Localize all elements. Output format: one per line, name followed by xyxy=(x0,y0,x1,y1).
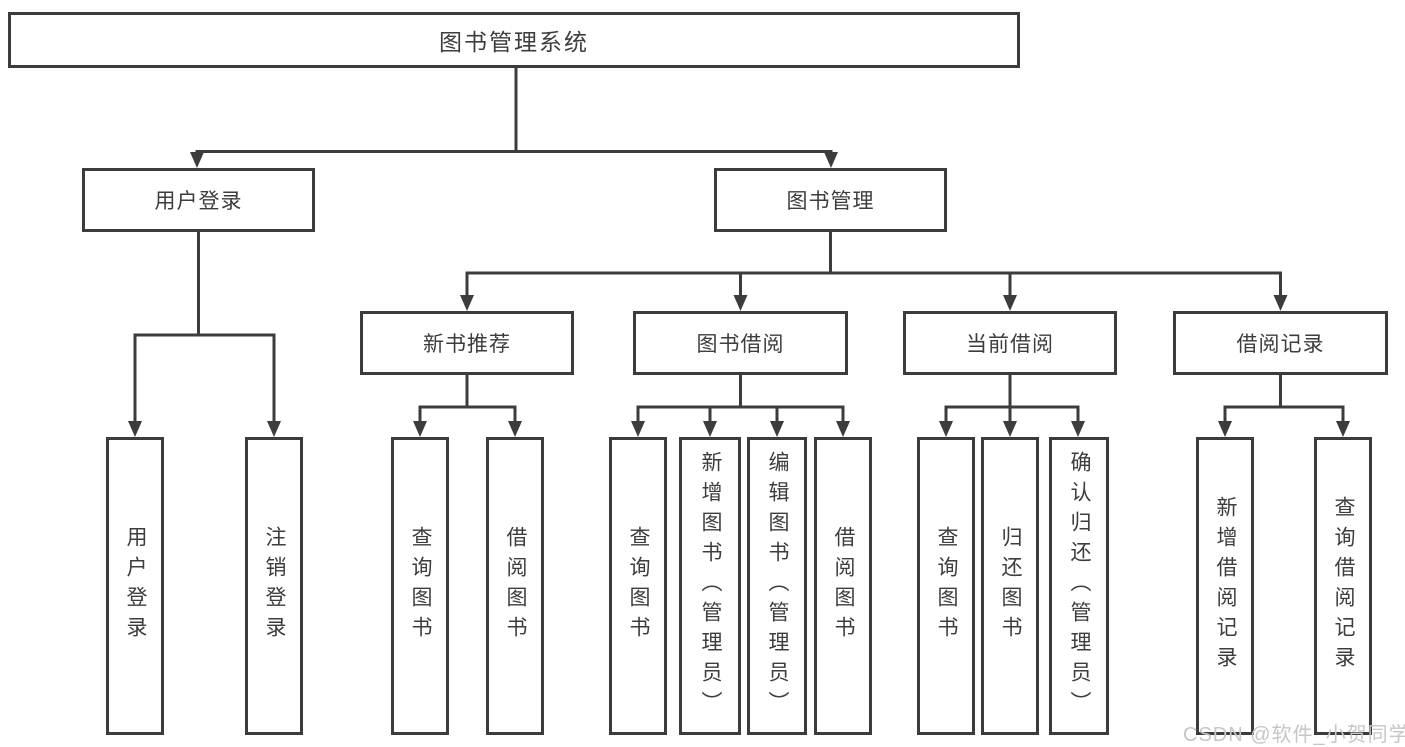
node-label: 新增图书（管理员） xyxy=(699,451,723,721)
arrow-down-icon xyxy=(190,152,204,168)
node-label: 查询借阅记录 xyxy=(1332,496,1356,676)
arrow-down-icon xyxy=(939,421,953,437)
node-label: 查询图书 xyxy=(935,526,959,646)
leaf-query-books-borrowing: 查询图书 xyxy=(609,437,667,735)
node-label: 图书管理 xyxy=(786,190,875,213)
node-label: 确认归还（管理员） xyxy=(1068,451,1092,721)
leaf-query-borrow-record: 查询借阅记录 xyxy=(1314,437,1372,735)
node-label: 查询图书 xyxy=(627,526,651,646)
arrow-down-icon xyxy=(1003,295,1017,311)
leaf-add-borrow-record: 新增借阅记录 xyxy=(1196,437,1254,735)
arrow-down-icon xyxy=(1003,421,1017,437)
leaf-borrow-books-borrowing: 借阅图书 xyxy=(814,437,872,735)
arrow-down-icon xyxy=(703,421,717,437)
leaf-query-books-current: 查询图书 xyxy=(917,437,975,735)
arrow-down-icon xyxy=(1336,421,1350,437)
node-label: 借阅图书 xyxy=(832,526,856,646)
leaf-add-book-admin: 新增图书（管理员） xyxy=(679,437,741,735)
arrow-down-icon xyxy=(1071,421,1085,437)
node-book-borrowing: 图书借阅 xyxy=(633,311,848,375)
leaf-return-books: 归还图书 xyxy=(981,437,1039,735)
arrow-down-icon xyxy=(508,421,522,437)
node-label: 图书借阅 xyxy=(696,333,785,356)
leaf-user-login: 用户登录 xyxy=(106,437,164,735)
node-label: 借阅记录 xyxy=(1236,333,1325,356)
node-label: 当前借阅 xyxy=(966,333,1054,356)
node-label: 归还图书 xyxy=(999,526,1023,646)
node-label: 用户登录 xyxy=(124,526,148,646)
node-label: 用户登录 xyxy=(154,190,243,213)
node-label: 借阅图书 xyxy=(504,526,528,646)
leaf-confirm-return-admin: 确认归还（管理员） xyxy=(1049,437,1109,735)
arrow-down-icon xyxy=(1218,421,1232,437)
arrow-down-icon xyxy=(460,295,474,311)
arrow-down-icon xyxy=(836,421,850,437)
node-label: 新增借阅记录 xyxy=(1214,496,1238,676)
arrow-down-icon xyxy=(733,295,748,311)
leaf-edit-book-admin: 编辑图书（管理员） xyxy=(747,437,807,735)
node-label: 编辑图书（管理员） xyxy=(766,451,790,721)
arrow-down-icon xyxy=(128,421,142,437)
arrow-down-icon xyxy=(770,421,784,437)
arrow-down-icon xyxy=(1273,295,1288,311)
node-new-book-recommend: 新书推荐 xyxy=(360,311,574,375)
node-label: 查询图书 xyxy=(409,526,433,646)
node-user-login: 用户登录 xyxy=(82,168,315,232)
arrow-down-icon xyxy=(824,152,838,168)
node-label: 注销登录 xyxy=(263,526,287,646)
leaf-logout: 注销登录 xyxy=(245,437,303,735)
node-label: 新书推荐 xyxy=(423,333,511,356)
leaf-borrow-books-recommend: 借阅图书 xyxy=(486,437,544,735)
leaf-query-books-recommend: 查询图书 xyxy=(391,437,449,735)
node-book-management: 图书管理 xyxy=(714,168,947,232)
node-label: 图书管理系统 xyxy=(439,29,589,55)
node-borrowing-records: 借阅记录 xyxy=(1173,311,1388,375)
arrow-down-icon xyxy=(631,421,645,437)
arrow-down-icon xyxy=(267,421,281,437)
node-library-system: 图书管理系统 xyxy=(8,12,1020,68)
node-current-borrowing: 当前借阅 xyxy=(903,311,1117,375)
arrow-down-icon xyxy=(413,421,427,437)
watermark: CSDN @软件_小贺同学 xyxy=(1183,724,1405,746)
